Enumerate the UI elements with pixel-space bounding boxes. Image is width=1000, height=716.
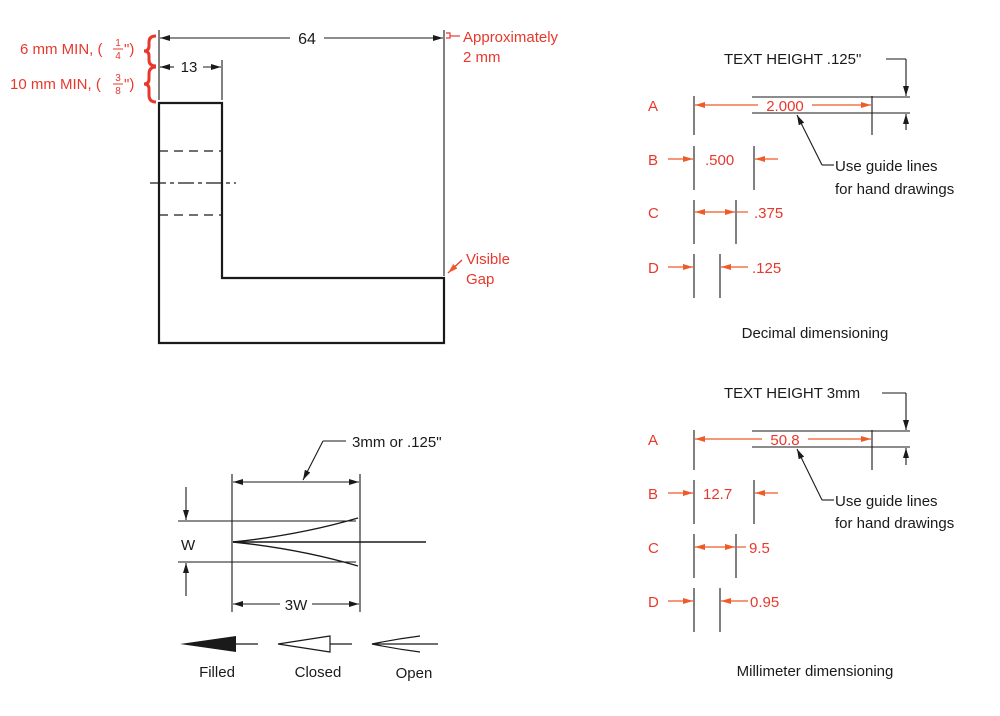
- mm-guide-label-line2: for hand drawings: [835, 515, 954, 532]
- visible-gap-leader: [447, 259, 463, 274]
- min-6mm-label: 6 mm MIN, (: [20, 41, 103, 58]
- decimal-guide-leader-diagonal: [796, 114, 823, 166]
- mm-row-d-letter: D: [648, 594, 659, 611]
- filled-label: Filled: [199, 664, 235, 681]
- closed-arrowhead: [277, 635, 331, 653]
- decimal-a-value: 2.000: [766, 98, 804, 115]
- callout-3mm-label: 3mm or .125": [352, 434, 442, 451]
- decimal-row-c-letter: C: [648, 205, 659, 222]
- frac-1-numerator: 1: [115, 38, 121, 49]
- decimal-c-value: .375: [754, 205, 783, 222]
- mm-row-a-letter: A: [648, 432, 658, 449]
- decimal-guide-label-line2: for hand drawings: [835, 181, 954, 198]
- mm-row-b-letter: B: [648, 486, 658, 503]
- mm-row-c-letter: C: [648, 540, 659, 557]
- mm-guide-label-line1: Use guide lines: [835, 493, 938, 510]
- l-part-drawing: 64 13: [150, 30, 446, 345]
- l-part-outline: [157, 101, 446, 345]
- approx-label-line2: 2 mm: [463, 49, 501, 66]
- open-label: Open: [396, 665, 433, 682]
- callout-leader-diagonal: [302, 440, 324, 481]
- mm-guide-leader-diagonal: [796, 448, 823, 501]
- mm-d-value: 0.95: [750, 594, 779, 611]
- w-label: W: [181, 537, 196, 554]
- frac-3-numerator: 3: [115, 73, 121, 84]
- min-10mm-label: 10 mm MIN, (: [10, 76, 101, 93]
- decimal-d-value: .125: [752, 260, 781, 277]
- inch-close-quarter: "): [124, 41, 134, 58]
- mm-caption: Millimeter dimensioning: [737, 663, 894, 680]
- decimal-text-height-label: TEXT HEIGHT .125": [724, 51, 861, 68]
- arrowhead-styles: Filled Closed Open: [180, 635, 438, 682]
- decimal-row-d-letter: D: [648, 260, 659, 277]
- spacing-annotations: 6 mm MIN, ( 1 4 ") 10 mm MIN, ( 3 8 ") A…: [10, 29, 559, 288]
- decimal-dimensioning-panel: TEXT HEIGHT .125" A 2.000 Use guide line…: [648, 51, 954, 342]
- mm-a-value: 50.8: [770, 432, 799, 449]
- brace-10mm: [143, 65, 157, 104]
- approx-bracket: [446, 32, 451, 39]
- visible-gap-line1: Visible: [466, 251, 510, 268]
- arrowhead-upper-curve: [232, 517, 359, 543]
- arrowhead-detail: 3mm or .125" W 3W: [178, 434, 442, 614]
- mm-c-value: 9.5: [749, 540, 770, 557]
- mm-b-value: 12.7: [703, 486, 732, 503]
- decimal-row-a-letter: A: [648, 98, 658, 115]
- dim-13-label: 13: [181, 59, 198, 76]
- dim-64-label: 64: [298, 31, 316, 48]
- frac-8-denominator: 8: [115, 86, 121, 97]
- approx-label-line1: Approximately: [463, 29, 559, 46]
- closed-label: Closed: [295, 664, 342, 681]
- decimal-caption: Decimal dimensioning: [742, 325, 889, 342]
- inch-close-eighth: "): [124, 76, 134, 93]
- decimal-row-b-letter: B: [648, 152, 658, 169]
- filled-arrowhead: [180, 636, 236, 652]
- mm-text-height-label: TEXT HEIGHT 3mm: [724, 385, 860, 402]
- millimeter-dimensioning-panel: TEXT HEIGHT 3mm A 50.8 Use guide lines f…: [648, 385, 954, 680]
- decimal-b-value: .500: [705, 152, 734, 169]
- visible-gap-line2: Gap: [466, 271, 494, 288]
- frac-4-denominator: 4: [115, 51, 121, 62]
- decimal-guide-label-line1: Use guide lines: [835, 158, 938, 175]
- dim-3w-label: 3W: [285, 597, 308, 614]
- brace-6mm: [143, 34, 157, 68]
